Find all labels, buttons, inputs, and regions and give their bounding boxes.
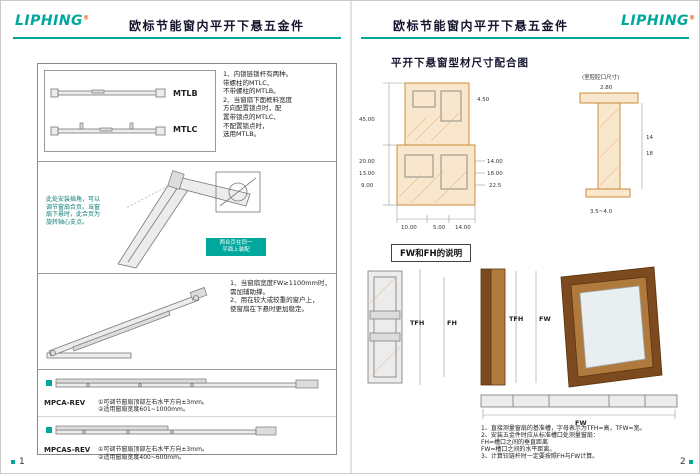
arm-block-mpca: MPCA-REV ①可调节窗扇顶部左右水平方向±3mm。 ②适用窗扇宽度601~… (38, 370, 336, 418)
arm-caption-mpcas: MPCAS-REV ①可调节窗扇顶部左右水平方向±3mm。 ②适用窗扇宽度400… (44, 446, 330, 460)
section-corner-hinge: 此处安装插角，可以 调节窗扇合页。当窗 扇下悬时，此合页为 旋转轴心支点。 两合… (38, 162, 336, 274)
profile-dimension-diagram: 45.00 20.00 13.00 9.00 4.50 14.00 18.00 … (359, 73, 653, 231)
arm-text-mpca-rev: ①可调节窗扇顶部左右水平方向±3mm。 ②适用窗扇宽度601~1000mm。 (98, 399, 208, 414)
section-arms: MPCA-REV ①可调节窗扇顶部左右水平方向±3mm。 ②适用窗扇宽度601~… (38, 370, 336, 464)
label-fh: FH (447, 319, 457, 327)
dim-2-8: 2.80 (600, 85, 613, 91)
page-title-left: 欧标节能窗内平开下悬五金件 (129, 19, 305, 33)
footer-mark-right (689, 460, 693, 464)
dim-14c: 14 (646, 135, 653, 141)
arm-mpca-drawing (46, 378, 319, 389)
page-number-left: 1 (19, 457, 25, 467)
rods-drawing-box: MTLB MTLC (44, 70, 216, 152)
rod-label-mtlb: MTLB (173, 88, 198, 98)
rod-row-mtlb: MTLB (50, 85, 210, 101)
arm-label-mpca-rev: MPCA-REV (44, 399, 86, 407)
page-number-right: 2 (680, 457, 686, 467)
dim-18b: 18 (646, 151, 653, 157)
page-gutter (350, 1, 352, 473)
rod-label-mtlc: MTLC (173, 124, 198, 134)
header-rule-right (361, 37, 689, 39)
dim-18: 18.00 (487, 171, 503, 177)
header-rule-left (13, 37, 341, 39)
brand-logo-right: LIPHING® (621, 13, 696, 29)
horizontal-section-fw: FW (480, 394, 678, 427)
left-content-box: MTLB MTLC 1、内锁链锁杆有两种。 带螺柱的MTLC、 不带螺柱的MTL… (37, 63, 337, 461)
dim-13: 13.00 (359, 171, 375, 177)
section-lock-rods: MTLB MTLC 1、内锁链锁杆有两种。 带螺柱的MTLC、 不带螺柱的MTL… (38, 64, 336, 162)
hinge-note-box: 两合页在同一 平面上装配 (206, 238, 266, 256)
brand-logo-text: LIPHING (15, 13, 84, 29)
fwfh-notes: 1、直接测量窗扇的基准槽，字母表示为TFH=高，TFW=宽。 2、安装五金件时应… (481, 425, 646, 460)
arm-mpcas-drawing (46, 426, 277, 436)
label-tfh-mid: TFH (509, 315, 523, 323)
page-title-right: 欧标节能窗内平开下悬五金件 (393, 19, 569, 33)
label-fw-mid: FW (539, 315, 551, 323)
arm-label-mpcas-rev: MPCAS-REV (44, 446, 91, 455)
fwfh-box-title: FW和FH的说明 (391, 244, 472, 262)
rods-description: 1、内锁链锁杆有两种。 带螺柱的MTLC、 不带螺柱的MTLB。 2、当窗扇下面… (223, 70, 293, 139)
cavity-note: (室腔腔口尺寸) (582, 73, 619, 81)
small-profile: (室腔腔口尺寸) 2.80 14 18 3.5~4.0 (579, 73, 653, 215)
dim-4-5: 4.50 (477, 97, 490, 103)
dim-14: 14.00 (487, 159, 503, 165)
dim-14b: 14.00 (455, 225, 471, 231)
brand-logo-mark: ® (83, 14, 90, 22)
rod-row-mtlc: MTLC (50, 121, 210, 137)
dim-22-5: 22.5 (489, 183, 502, 189)
stay-description: 1、当窗扇宽度FW≥1100mm时， 需加辅助撑。 2、用在较大或较重的窗户上，… (230, 279, 331, 313)
hinge-callout-text: 此处安装插角，可以 调节窗扇合页。当窗 扇下悬时，此合页为 旋转轴心支点。 (46, 196, 101, 226)
dim-20: 20.00 (359, 159, 375, 165)
wood-window-perspective (560, 266, 663, 388)
profile-section-title: 平开下悬窗型材尺寸配合图 (391, 57, 529, 69)
rod-mtlc-drawing (50, 122, 166, 136)
dim-9: 9.00 (361, 183, 374, 189)
corner-hinge-drawing (117, 170, 261, 269)
label-fw-bottom: FW (575, 419, 587, 427)
arm-text-mpcas-rev: ①可调节窗扇顶部左右水平方向±3mm。 ②适用窗扇宽度400~600mm。 (98, 446, 208, 461)
arm-block-mpcas: MPCAS-REV ①可调节窗扇顶部左右水平方向±3mm。 ②适用窗扇宽度400… (38, 417, 336, 463)
arm-caption-mpca: MPCA-REV ①可调节窗扇顶部左右水平方向±3mm。 ②适用窗扇宽度601~… (44, 399, 330, 413)
brand-logo-text: LIPHING (621, 13, 690, 29)
dim-overall: 45.00 (359, 117, 375, 123)
label-tfh-left: TFH (410, 319, 424, 327)
brand-logo-mark: ® (689, 14, 696, 22)
section-scissor-stay: 1、当窗扇宽度FW≥1100mm时， 需加辅助撑。 2、用在较大或较重的窗户上，… (38, 274, 336, 370)
dim-3-5-4: 3.5~4.0 (590, 209, 613, 215)
dim-5: 5.00 (433, 225, 446, 231)
brand-logo-left: LIPHING® (15, 13, 90, 29)
hinge-detail-box (215, 171, 261, 213)
fwfh-diagram: TFH FH TFH FW (367, 266, 663, 388)
footer-mark-left (11, 460, 15, 464)
rod-mtlb-drawing (50, 88, 166, 98)
dim-10: 10.00 (401, 225, 417, 231)
scissor-stay-drawing (46, 287, 208, 359)
